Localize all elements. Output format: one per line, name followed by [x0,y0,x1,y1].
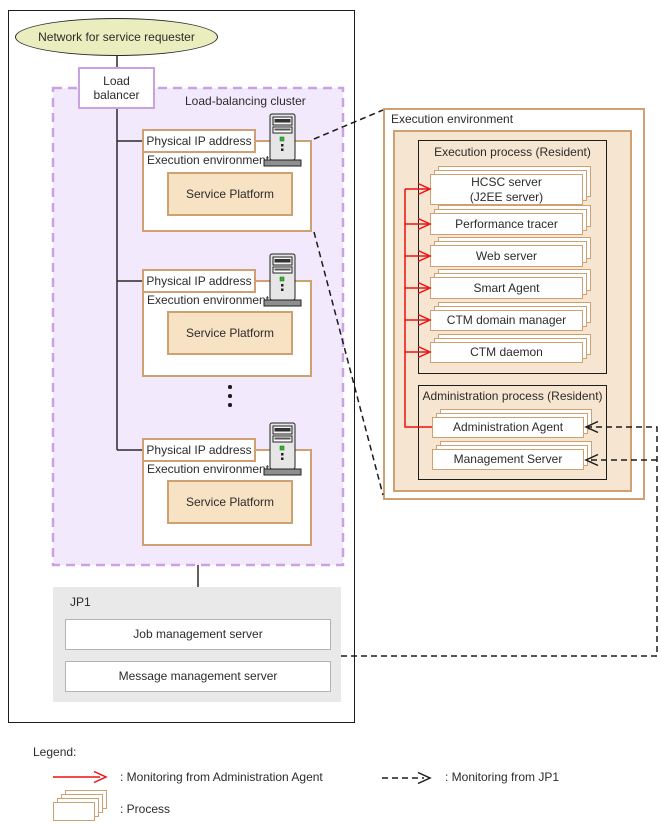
stack-face [53,802,95,821]
service-platform-box-2: Service Platform [167,311,293,355]
tower-computer-icon [262,422,302,476]
tower-computer-icon [262,113,302,167]
process-stack-ctm-daemon: CTM daemon [430,334,591,363]
more-nodes-ellipsis [228,385,232,407]
service-platform-label: Service Platform [185,325,275,340]
process-label: Performance tracer [430,213,583,235]
message-management-server-label: Message management server [118,669,278,684]
service-platform-label: Service Platform [185,494,275,509]
job-management-server-box: Job management server [65,619,331,650]
physical-ip-box-2: Physical IP address [142,269,256,293]
process-stack-hcsc-server: HCSC server (J2EE server) [430,166,591,205]
process-label: Web server [430,245,583,267]
administration-process-title: Administration process (Resident) [422,389,603,403]
service-platform-box-1: Service Platform [167,172,293,216]
physical-ip-label: Physical IP address [146,133,252,148]
service-platform-label: Service Platform [185,186,275,201]
jp1-title: JP1 [70,595,91,609]
process-stack-smart-agent: Smart Agent [430,269,591,299]
legend-monitor-jp1-label: : Monitoring from JP1 [445,770,560,784]
load-balancer-label: Load balancer [93,73,140,102]
legend-process-label: : Process [120,802,171,816]
process-label: Smart Agent [430,277,583,299]
process-stack-management-server: Management Server [432,441,592,470]
job-management-server-label: Job management server [133,627,263,642]
physical-ip-label: Physical IP address [146,273,252,288]
process-label: CTM daemon [430,342,583,363]
execution-environment-label-3: Execution environment [147,462,270,476]
network-ellipse: Network for service requester [15,18,218,56]
network-label: Network for service requester [38,29,195,44]
physical-ip-box-3: Physical IP address [142,438,256,462]
execution-environment-label-2: Execution environment [147,293,270,307]
legend-dashed-arrow [382,771,432,785]
process-label: HCSC server (J2EE server) [430,174,583,205]
process-stack-performance-tracer: Performance tracer [430,205,591,235]
message-management-server-box: Message management server [65,661,331,692]
legend-monitor-admin-label: : Monitoring from Administration Agent [120,770,323,784]
process-stack-web-server: Web server [430,237,591,267]
physical-ip-label: Physical IP address [146,442,252,457]
process-label: Administration Agent [432,417,584,438]
process-label: CTM domain manager [430,310,583,331]
process-label: Management Server [432,449,584,470]
execution-process-title: Execution process (Resident) [434,145,591,159]
process-stack-ctm-domain-manager: CTM domain manager [430,302,591,331]
legend-title: Legend: [33,745,77,759]
process-stack-administration-agent: Administration Agent [432,409,592,438]
stacked-process-icon [53,790,107,821]
legend-red-arrow [53,770,108,784]
execution-environment-label-1: Execution environment [147,153,270,167]
cluster-title: Load-balancing cluster [185,94,306,108]
physical-ip-box-1: Physical IP address [142,129,256,153]
load-balancer-box: Load balancer [78,67,155,109]
tower-computer-icon [262,253,302,307]
execution-environment-panel-title: Execution environment [391,112,514,126]
service-platform-box-3: Service Platform [167,480,293,524]
